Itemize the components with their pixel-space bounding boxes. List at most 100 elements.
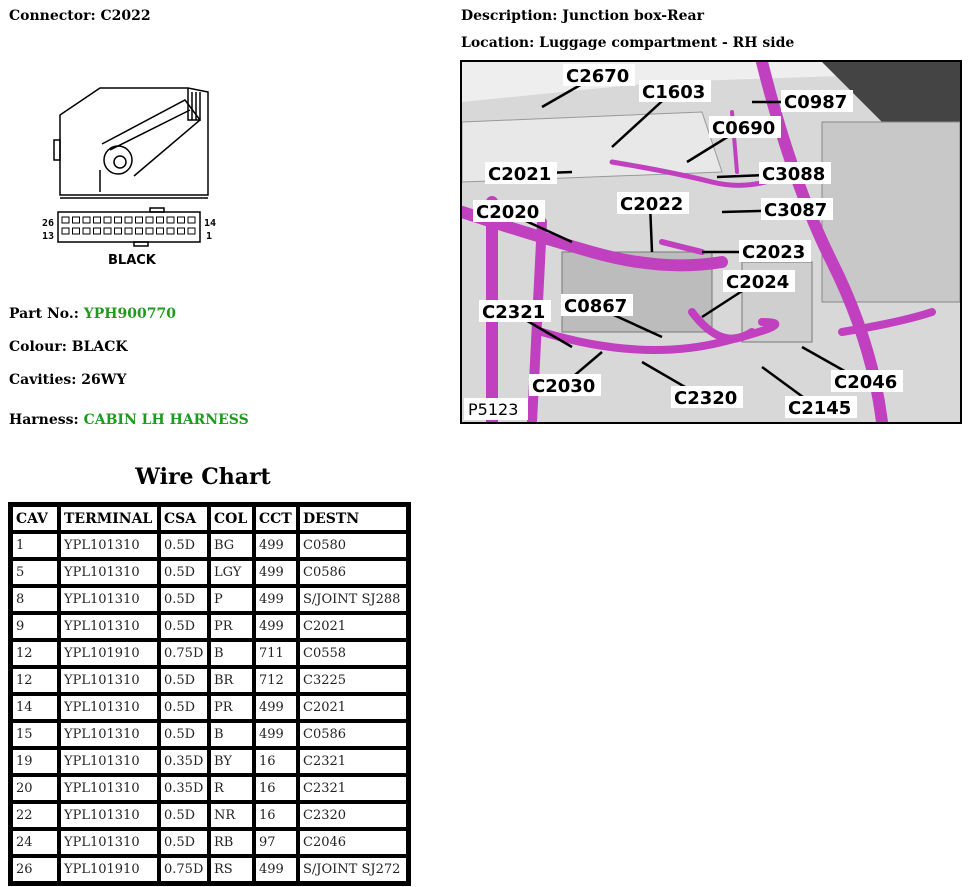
pin-cavity — [93, 216, 101, 224]
pin-cavity — [187, 216, 196, 224]
cell-terminal: YPL101310 — [60, 587, 158, 612]
pin-cavity — [145, 227, 154, 235]
cell-cav: 20 — [12, 776, 58, 801]
callout-background — [709, 116, 781, 138]
cell-cav: 26 — [12, 857, 58, 882]
cell-destn: C2046 — [299, 830, 407, 855]
cell-cct: 499 — [255, 722, 297, 747]
cell-csa: 0.5D — [160, 722, 208, 747]
cell-csa: 0.75D — [160, 641, 208, 666]
connector-value: C2022 — [100, 8, 151, 24]
cell-cav: 19 — [12, 749, 58, 774]
pin-cavity — [103, 227, 112, 235]
cell-csa: 0.5D — [160, 830, 208, 855]
description-value: Junction box-Rear — [562, 8, 705, 24]
wire-chart-title: Wire Chart — [135, 464, 271, 490]
callout-background — [479, 300, 551, 322]
cell-destn: C0586 — [299, 722, 407, 747]
part-no-link[interactable]: YPH900770 — [83, 306, 176, 322]
cell-destn: S/JOINT SJ288 — [299, 587, 407, 612]
callout-c1603: C1603 — [642, 82, 705, 103]
cell-cct: 499 — [255, 614, 297, 639]
location-value: Luggage compartment - RH side — [539, 35, 795, 51]
colour-label: Colour: BLACK — [9, 339, 128, 355]
cell-csa: 0.75D — [160, 857, 208, 882]
callout-c2020: C2020 — [476, 202, 539, 223]
callout-background — [563, 64, 635, 86]
pin-cavity — [72, 227, 80, 235]
callout-background — [671, 386, 743, 408]
pin-cavity — [177, 216, 185, 224]
cell-destn: C2021 — [299, 614, 407, 639]
cell-destn: C0580 — [299, 533, 407, 558]
callout-background — [785, 396, 857, 418]
cell-terminal: YPL101910 — [60, 857, 158, 882]
cell-csa: 0.5D — [160, 533, 208, 558]
cell-terminal: YPL101310 — [60, 776, 158, 801]
callout-background — [485, 162, 557, 184]
pin-cavity — [145, 216, 154, 224]
pin-label-26: 26 — [42, 218, 54, 229]
callout-background — [723, 270, 795, 292]
pin-cavity — [124, 227, 133, 235]
callout-background — [561, 294, 633, 316]
cell-destn: C2021 — [299, 695, 407, 720]
cell-col: P — [210, 587, 253, 612]
photo-ref: P5123 — [468, 400, 518, 419]
callout-c3087: C3087 — [764, 200, 827, 221]
pin-cavity — [61, 216, 70, 224]
cell-terminal: YPL101310 — [60, 614, 158, 639]
cell-cct: 499 — [255, 587, 297, 612]
cell-cct: 712 — [255, 668, 297, 693]
callout-c2321: C2321 — [482, 302, 545, 323]
pin-cavity — [61, 227, 70, 235]
callout-c2021: C2021 — [488, 164, 551, 185]
pin-cavity — [135, 216, 143, 224]
callout-c2046: C2046 — [834, 372, 897, 393]
pin-cavity — [72, 216, 80, 224]
callout-c2145: C2145 — [788, 398, 851, 419]
cell-csa: 0.5D — [160, 803, 208, 828]
cell-cct: 499 — [255, 695, 297, 720]
cell-cav: 8 — [12, 587, 58, 612]
cell-terminal: YPL101310 — [60, 722, 158, 747]
cell-cav: 12 — [12, 668, 58, 693]
part-no-label: Part No.: YPH900770 — [9, 306, 176, 322]
header-destn: DESTN — [299, 506, 407, 531]
callout-background — [831, 370, 903, 392]
pin-label-14: 14 — [204, 218, 216, 229]
cell-destn: C3225 — [299, 668, 407, 693]
cell-cav: 24 — [12, 830, 58, 855]
callout-c2670: C2670 — [566, 66, 629, 87]
cell-col: LGY — [210, 560, 253, 585]
cell-terminal: YPL101310 — [60, 560, 158, 585]
callout-background — [781, 90, 853, 112]
cell-cct: 97 — [255, 830, 297, 855]
cell-cct: 16 — [255, 749, 297, 774]
pin-cavity — [124, 216, 133, 224]
pin-cavity — [114, 216, 122, 224]
cell-col: RB — [210, 830, 253, 855]
pin-cavity — [135, 227, 143, 235]
table-header-row: CAV TERMINAL CSA COL CCT DESTN — [12, 506, 407, 531]
header-cav: CAV — [12, 506, 58, 531]
callout-background — [739, 240, 811, 262]
pin-cavity — [156, 227, 164, 235]
header-col: COL — [210, 506, 253, 531]
cell-csa: 0.5D — [160, 668, 208, 693]
harness-link[interactable]: CABIN LH HARNESS — [83, 412, 249, 428]
cell-destn: C2321 — [299, 749, 407, 774]
cell-cct: 711 — [255, 641, 297, 666]
cell-csa: 0.5D — [160, 587, 208, 612]
cell-terminal: YPL101310 — [60, 803, 158, 828]
callout-c2024: C2024 — [726, 272, 789, 293]
